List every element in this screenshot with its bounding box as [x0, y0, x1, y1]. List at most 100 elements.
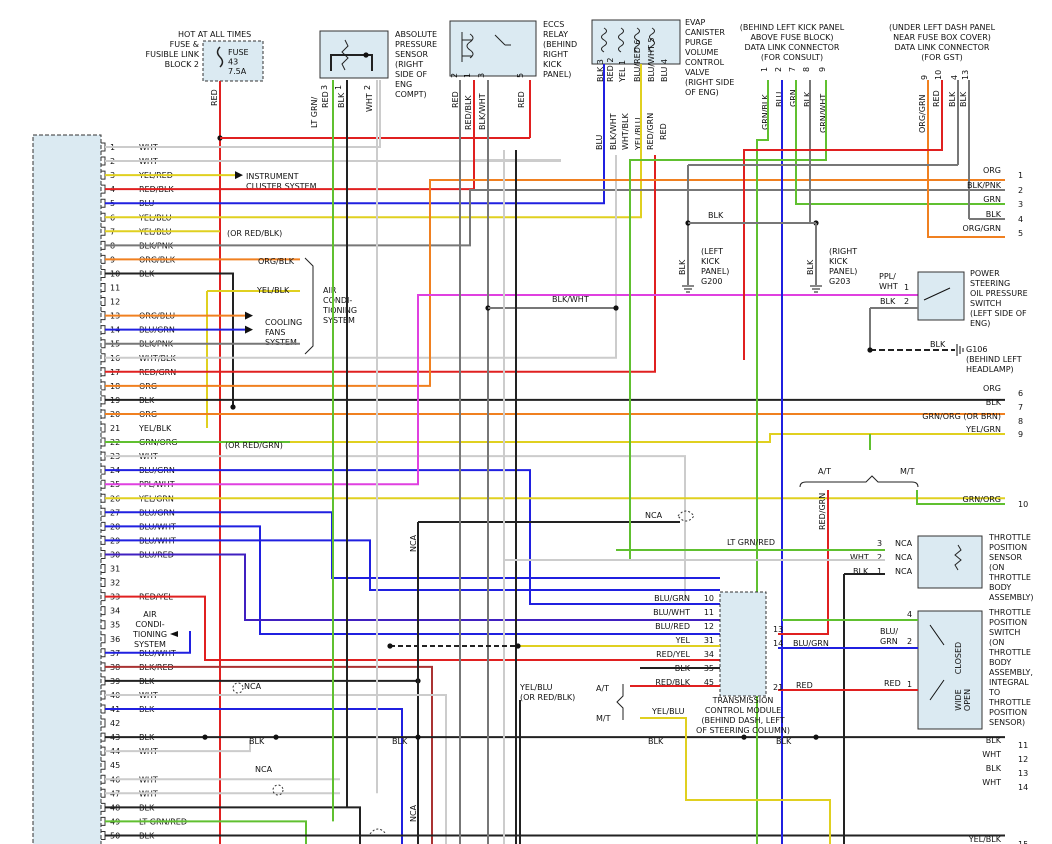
ecm-pin-tick	[101, 718, 106, 728]
nca-open-icon	[677, 510, 695, 522]
right-edge-wire: ORG	[983, 384, 1001, 393]
dlc-consult-pin: 2	[774, 67, 783, 72]
relay-switch-icon	[494, 34, 511, 46]
ecm-pin-tick	[101, 311, 106, 321]
ecm-pin-tick	[101, 816, 106, 826]
ecm-pin-number: 36	[110, 635, 120, 644]
splice-dot	[415, 734, 421, 740]
dlc-gst-pin: 9	[920, 75, 929, 80]
relay-coil-icon	[461, 32, 474, 62]
ground-right-wire: BLK	[806, 259, 815, 275]
ecm-pin-tick	[101, 732, 106, 742]
ground-left-icon	[682, 285, 694, 293]
wire-wht-44	[105, 740, 251, 753]
ecm-pin-tick	[101, 339, 106, 349]
arrow-cooling	[245, 311, 253, 320]
right-edge-pin: 6	[1018, 389, 1023, 398]
ps-wire-2: BLK	[880, 297, 896, 306]
ecm-pin-number: 32	[110, 579, 120, 588]
right-edge-wire: ORG	[983, 166, 1001, 175]
tcm-right-pin: 13	[773, 625, 783, 634]
ecm-pin-tick	[101, 774, 106, 784]
tp-switch-pin: 2	[907, 637, 912, 646]
nca-tps: NCA	[895, 553, 913, 562]
wire-grn-dlc	[795, 80, 1005, 205]
tp-switch-contacts	[929, 624, 945, 701]
lt-grn-red-tps-label: LT GRN/RED	[727, 538, 775, 547]
blk-label: BLK	[249, 737, 265, 746]
wire-blu-wht-37	[105, 631, 191, 654]
ecm-pin-number: 34	[110, 607, 120, 616]
dlc-consult-wire: BLK	[803, 91, 812, 107]
ecm-module	[32, 134, 102, 844]
ecm-pin-tick	[101, 297, 106, 307]
tcm-right-pin: 21	[773, 683, 783, 692]
ecm-pin-number: 45	[110, 761, 120, 770]
evap-bottom-wire: RED	[659, 123, 668, 140]
at-label-top: A/T	[818, 467, 831, 476]
ecm-pin-tick	[101, 592, 106, 602]
right-edge-pin: 12	[1018, 755, 1028, 764]
wire-grn-org-mt	[916, 490, 1005, 505]
right-edge-wire: YEL/GRN	[965, 425, 1001, 434]
wire-blk-41	[105, 708, 403, 844]
closed-label: CLOSED	[954, 642, 963, 674]
eccs-relay-box	[449, 20, 537, 77]
eccs-wire-label: RED/BLK	[464, 95, 473, 130]
eccs-wire-label: BLK/WHT	[478, 93, 487, 130]
nca-label: NCA	[409, 534, 418, 552]
evap-bottom-wire: RED/GRN	[646, 113, 655, 150]
fuse-43	[202, 40, 264, 82]
tcm-pin-number: 11	[704, 608, 714, 617]
nca-label: NCA	[645, 511, 663, 520]
wire-blu-red-30	[105, 553, 720, 621]
ecm-pin-tick	[101, 676, 106, 686]
splice-dot	[363, 52, 369, 58]
wire-org-grn-gst	[927, 80, 1005, 238]
arrow-cooling2	[245, 325, 253, 334]
ecm-pin-tick	[101, 240, 106, 250]
fuse-title: HOT AT ALL TIMES	[178, 30, 251, 39]
evap-top-wire: BLK 3	[596, 59, 605, 82]
splice-dot	[813, 734, 819, 740]
wire-blu-5	[105, 64, 605, 205]
right-edge-pin: 14	[1018, 783, 1028, 792]
wire-grn-blk-dlc	[756, 80, 769, 844]
evap-coil-icon	[649, 27, 655, 53]
eccs-wire-label: RED	[451, 91, 460, 108]
dlc-consult-wire: GRN/WHT	[819, 94, 828, 133]
right-edge-wire: GRN/ORG (OR BRN)	[922, 412, 1001, 421]
mt-wire-label: YEL/BLU	[651, 707, 685, 716]
ecm-pin-number: 21	[110, 424, 120, 433]
ecm-pin-tick	[101, 451, 106, 461]
blu-grn-tp-label: BLU/GRN	[880, 627, 898, 646]
arrow-ac-left	[170, 631, 178, 637]
ecm-pin-tick	[101, 283, 106, 292]
wide-open-label: WIDEOPEN	[954, 689, 972, 711]
ecm-pin-tick	[101, 170, 106, 180]
tcm-pin-wire: YEL	[675, 636, 691, 645]
abs-wire-label: WHT	[365, 93, 374, 112]
right-edge-pin: 11	[1018, 741, 1028, 750]
ecm-pin-number: 35	[110, 621, 120, 630]
nca-open-icon	[272, 784, 284, 796]
ecm-pin-tick	[101, 830, 106, 840]
ecm-pin-tick	[101, 184, 106, 194]
wire-yel-blu-6	[105, 64, 642, 219]
ecm-pin-tick	[101, 395, 106, 405]
ecm-pin-tick	[101, 648, 106, 658]
tps-pin: 1	[877, 567, 882, 576]
pin7-note: (OR RED/BLK)	[227, 229, 282, 238]
blk-wht-label: BLK/WHT	[552, 295, 589, 304]
splice-dot	[613, 305, 619, 311]
